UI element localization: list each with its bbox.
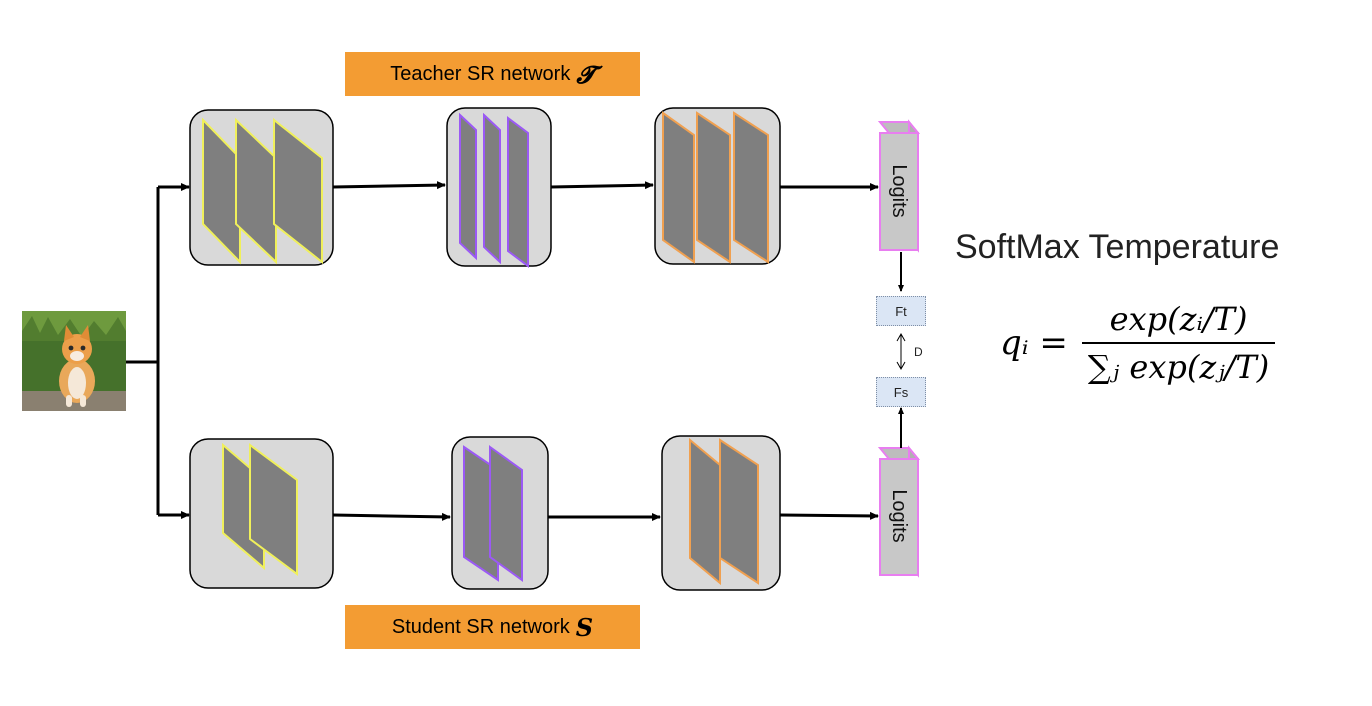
input-branch-lines bbox=[126, 183, 190, 519]
student-logits-prism: Logits bbox=[877, 445, 921, 578]
ft-box: Ft bbox=[876, 296, 926, 326]
softmax-title: SoftMax Temperature bbox=[955, 228, 1280, 266]
student-network-label: Student SR network S bbox=[345, 605, 640, 649]
kitten-image bbox=[22, 311, 126, 411]
formula-fraction: exp(zᵢ/T) ∑ⱼ exp(zⱼ/T) bbox=[1081, 300, 1276, 386]
student-network-label-text: Student SR network bbox=[391, 615, 570, 638]
teacher-logits-prism: Logits bbox=[877, 119, 921, 253]
teacher-connection-arrows bbox=[332, 181, 879, 191]
softmax-formula: qᵢ = exp(zᵢ/T) ∑ⱼ exp(zⱼ/T) bbox=[1000, 300, 1276, 386]
formula-numerator: exp(zᵢ/T) bbox=[1109, 300, 1248, 338]
student-connection-arrows bbox=[332, 511, 879, 521]
ft-label: Ft bbox=[895, 303, 907, 319]
teacher-block-1 bbox=[189, 109, 334, 266]
formula-lhs: qᵢ = bbox=[1000, 323, 1068, 363]
student-symbol: S bbox=[575, 612, 594, 642]
teacher-block-2 bbox=[446, 107, 552, 268]
formula-denominator: ∑ⱼ exp(zⱼ/T) bbox=[1087, 348, 1270, 386]
fs-label: Fs bbox=[893, 384, 909, 400]
fs-box: Fs bbox=[876, 377, 926, 407]
teacher-network-label: Teacher SR network 𝓣 bbox=[345, 52, 640, 96]
distance-label: D bbox=[914, 345, 923, 359]
teacher-symbol: 𝓣 bbox=[576, 59, 595, 89]
teacher-network-label-text: Teacher SR network bbox=[390, 62, 571, 85]
student-logits-label: Logits bbox=[888, 489, 910, 542]
distillation-arrows bbox=[896, 252, 906, 448]
teacher-block-3 bbox=[654, 107, 781, 265]
teacher-logits-label: Logits bbox=[888, 164, 910, 217]
student-block-2 bbox=[451, 436, 549, 590]
student-block-1 bbox=[189, 438, 334, 589]
fraction-bar bbox=[1081, 342, 1276, 344]
student-block-3 bbox=[661, 435, 781, 591]
